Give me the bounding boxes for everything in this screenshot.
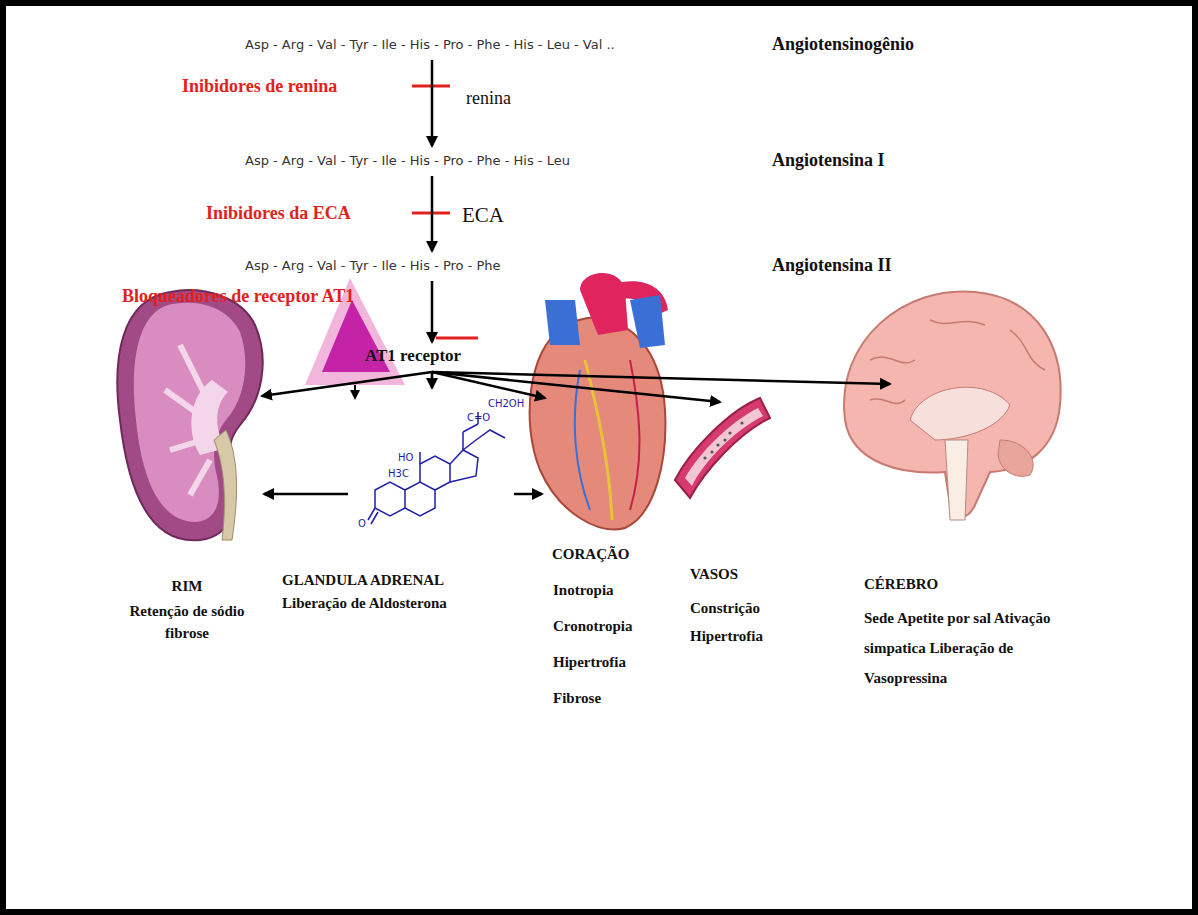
brain [844,291,1061,520]
organ-name: RIM [112,578,262,595]
organ-effects: Constrição Hipertrofia [690,594,763,650]
inhibitor-label: Bloqueadores de receptor AT1 [122,286,354,307]
heart [530,273,668,529]
organ-effects: Inotropia Cronotropia Hipertrofia Fibros… [553,572,632,716]
inhibitor-bar [436,337,478,340]
arrow-connector [431,372,434,388]
peptide-row: Asp - Arg - Val - Tyr - Ile - His - Pro … [238,34,998,58]
arrow-connector [431,176,434,251]
atom-label: C=O [467,412,490,423]
inhibitor-label: Inibidores da ECA [206,203,351,224]
peptide-sequence: Asp - Arg - Val - Tyr - Ile - His - Pro … [245,258,501,273]
organ-effects: Retenção de sódio fibrose [112,600,262,644]
atom-label: H3C [388,468,409,479]
organ-name: CÉREBRO [864,576,938,593]
enzyme-label: ECA [462,203,504,228]
peptide-name: Angiotensina I [772,150,885,171]
kidney [117,290,262,540]
organ-node: CÉREBRO Sede Apetite por sal Ativação sim… [855,384,1135,724]
aldosterone-molecule [368,412,505,524]
blood-vessel [675,398,770,498]
enzyme-label: renina [466,88,511,109]
receptor-label: AT1 receptor [365,346,461,366]
organ-effects: Liberação de Aldosterona [282,595,447,612]
organ-name: VASOS [690,566,738,583]
organ-node: CORAÇÃO Inotropia Cronotropia Hipertrofia… [540,398,670,718]
organ-name: CORAÇÃO [552,546,630,563]
arrow-connector [264,493,348,496]
arrow-connector [514,493,542,496]
receptor-box: AT1 receptor [362,344,512,370]
organ-node: VASOS Constrição Hipertrofia [680,402,795,652]
peptide-row: Asp - Arg - Val - Tyr - Ile - His - Pro … [238,150,998,174]
peptide-sequence: Asp - Arg - Val - Tyr - Ile - His - Pro … [245,37,615,52]
peptide-name: Angiotensinogênio [772,34,914,55]
atom-label: CH2OH [488,398,524,409]
peptide-sequence: Asp - Arg - Val - Tyr - Ile - His - Pro … [245,153,570,168]
atom-label: HO [398,452,413,463]
peptide-name: Angiotensina II [772,255,892,276]
organ-name: GLANDULA ADRENAL [282,572,444,589]
arrow-connector [431,281,434,342]
arrow-connector [432,372,545,398]
inhibitor-label: Inibidores de renina [182,76,337,97]
arrow-connector [432,372,890,384]
organ-node: RIM Retenção de sódio fibrose [112,396,264,646]
arrow-connector [431,60,434,146]
peptide-row: Asp - Arg - Val - Tyr - Ile - His - Pro … [238,255,998,279]
atom-label: O [358,518,366,529]
arrow-connector [262,372,432,396]
organ-effects: Sede Apetite por sal Ativação simpatica … [864,603,1064,693]
organ-node: GLANDULA ADRENAL Liberação de Aldosterona [282,388,518,623]
